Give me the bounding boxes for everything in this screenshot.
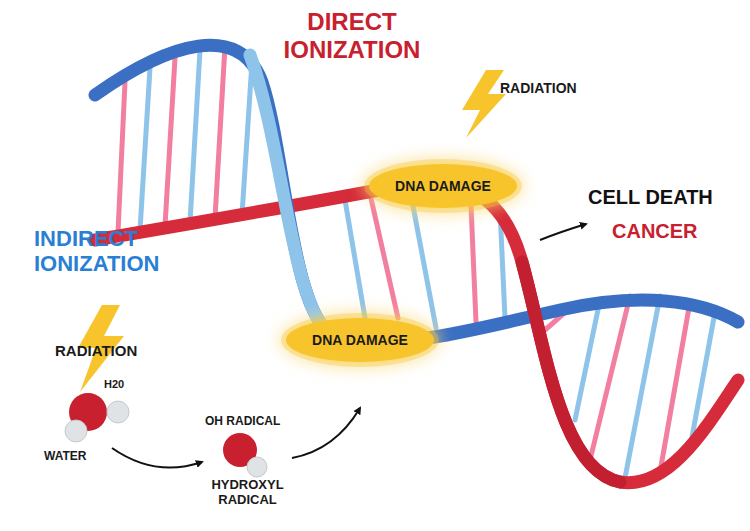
- damage-oval: DNA DAMAGE: [369, 164, 517, 208]
- radiation-label: RADIATION: [500, 80, 610, 96]
- dna-strand-dark: [522, 262, 620, 482]
- section-title: INDIRECT IONIZATION: [34, 226, 184, 277]
- outcome-label: CANCER: [612, 220, 732, 243]
- molecule-label: HYDROXYL RADICAL: [195, 478, 300, 508]
- reaction-arrow: [292, 408, 360, 458]
- hydrogen-atom: [65, 420, 87, 442]
- reaction-arrow: [112, 448, 202, 468]
- base-pairs: [118, 46, 715, 478]
- node-text: DNA DAMAGE: [312, 332, 408, 348]
- radiation-label: RADIATION: [55, 342, 175, 359]
- dna-strand-light: [250, 55, 335, 336]
- outcome-label: CELL DEATH: [588, 186, 738, 209]
- dna-strand-red: [95, 183, 738, 483]
- hydrogen-atom: [247, 457, 267, 477]
- outcome-arrow: [540, 224, 586, 240]
- molecule-label: WATER: [44, 450, 114, 464]
- hydrogen-atom: [107, 401, 129, 423]
- molecule-label: OH RADICAL: [205, 415, 305, 429]
- node-text: DNA DAMAGE: [395, 178, 491, 194]
- section-title: DIRECT IONIZATION: [272, 8, 432, 63]
- molecule-label: H20: [104, 378, 144, 391]
- dna-strand-blue: [95, 45, 738, 341]
- damage-oval: DNA DAMAGE: [286, 318, 434, 362]
- lightning-bolt: [462, 70, 506, 138]
